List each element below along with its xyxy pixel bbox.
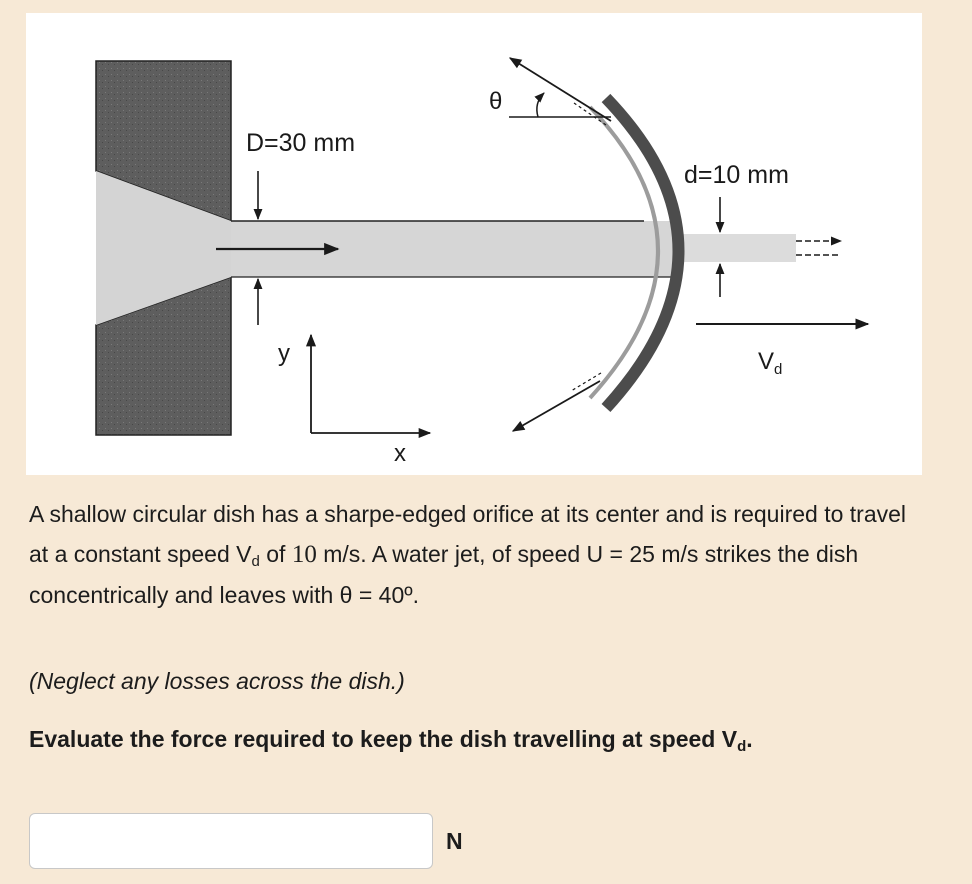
theta-indicator: θ <box>489 88 611 118</box>
circular-dish <box>508 57 685 432</box>
diameter-D-label: D=30 mm <box>246 129 355 157</box>
speed-value: 10 <box>291 541 317 568</box>
task-text: Evaluate the force required to keep the … <box>29 726 738 752</box>
task-subscript: d <box>737 738 747 755</box>
coordinate-axes: y x <box>278 333 432 467</box>
answer-input[interactable] <box>29 813 433 869</box>
diameter-d-label: d=10 mm <box>684 161 789 189</box>
problem-note: (Neglect any losses across the dish.) <box>29 668 405 694</box>
jet-dish-diagram: θ D=30 mm d=10 mm y x Vd <box>95 57 870 467</box>
unit-label: N <box>446 828 463 854</box>
task-end: . <box>746 726 753 752</box>
statement-part-1: A shallow circular dish has a sharpe-edg… <box>29 501 907 567</box>
problem-figure: θ D=30 mm d=10 mm y x Vd <box>26 13 922 475</box>
y-axis-label: y <box>278 340 290 367</box>
x-axis-label: x <box>394 440 406 467</box>
theta-label: θ <box>489 88 502 115</box>
problem-statement: A shallow circular dish has a sharpe-edg… <box>29 494 909 615</box>
diameter-d-callout: d=10 mm <box>684 161 789 297</box>
task-prompt: Evaluate the force required to keep the … <box>29 719 909 759</box>
statement-part-2: of <box>259 541 292 567</box>
water-jet <box>216 220 843 278</box>
velocity-label: Vd <box>758 348 782 378</box>
diameter-D-callout: D=30 mm <box>246 129 355 325</box>
nozzle-block <box>95 60 232 436</box>
dish-velocity: Vd <box>696 318 870 378</box>
statement-subscript-d: d <box>251 553 260 570</box>
statement-part-3: m/s. A water jet, of speed U = 25 m/s st… <box>29 541 859 608</box>
